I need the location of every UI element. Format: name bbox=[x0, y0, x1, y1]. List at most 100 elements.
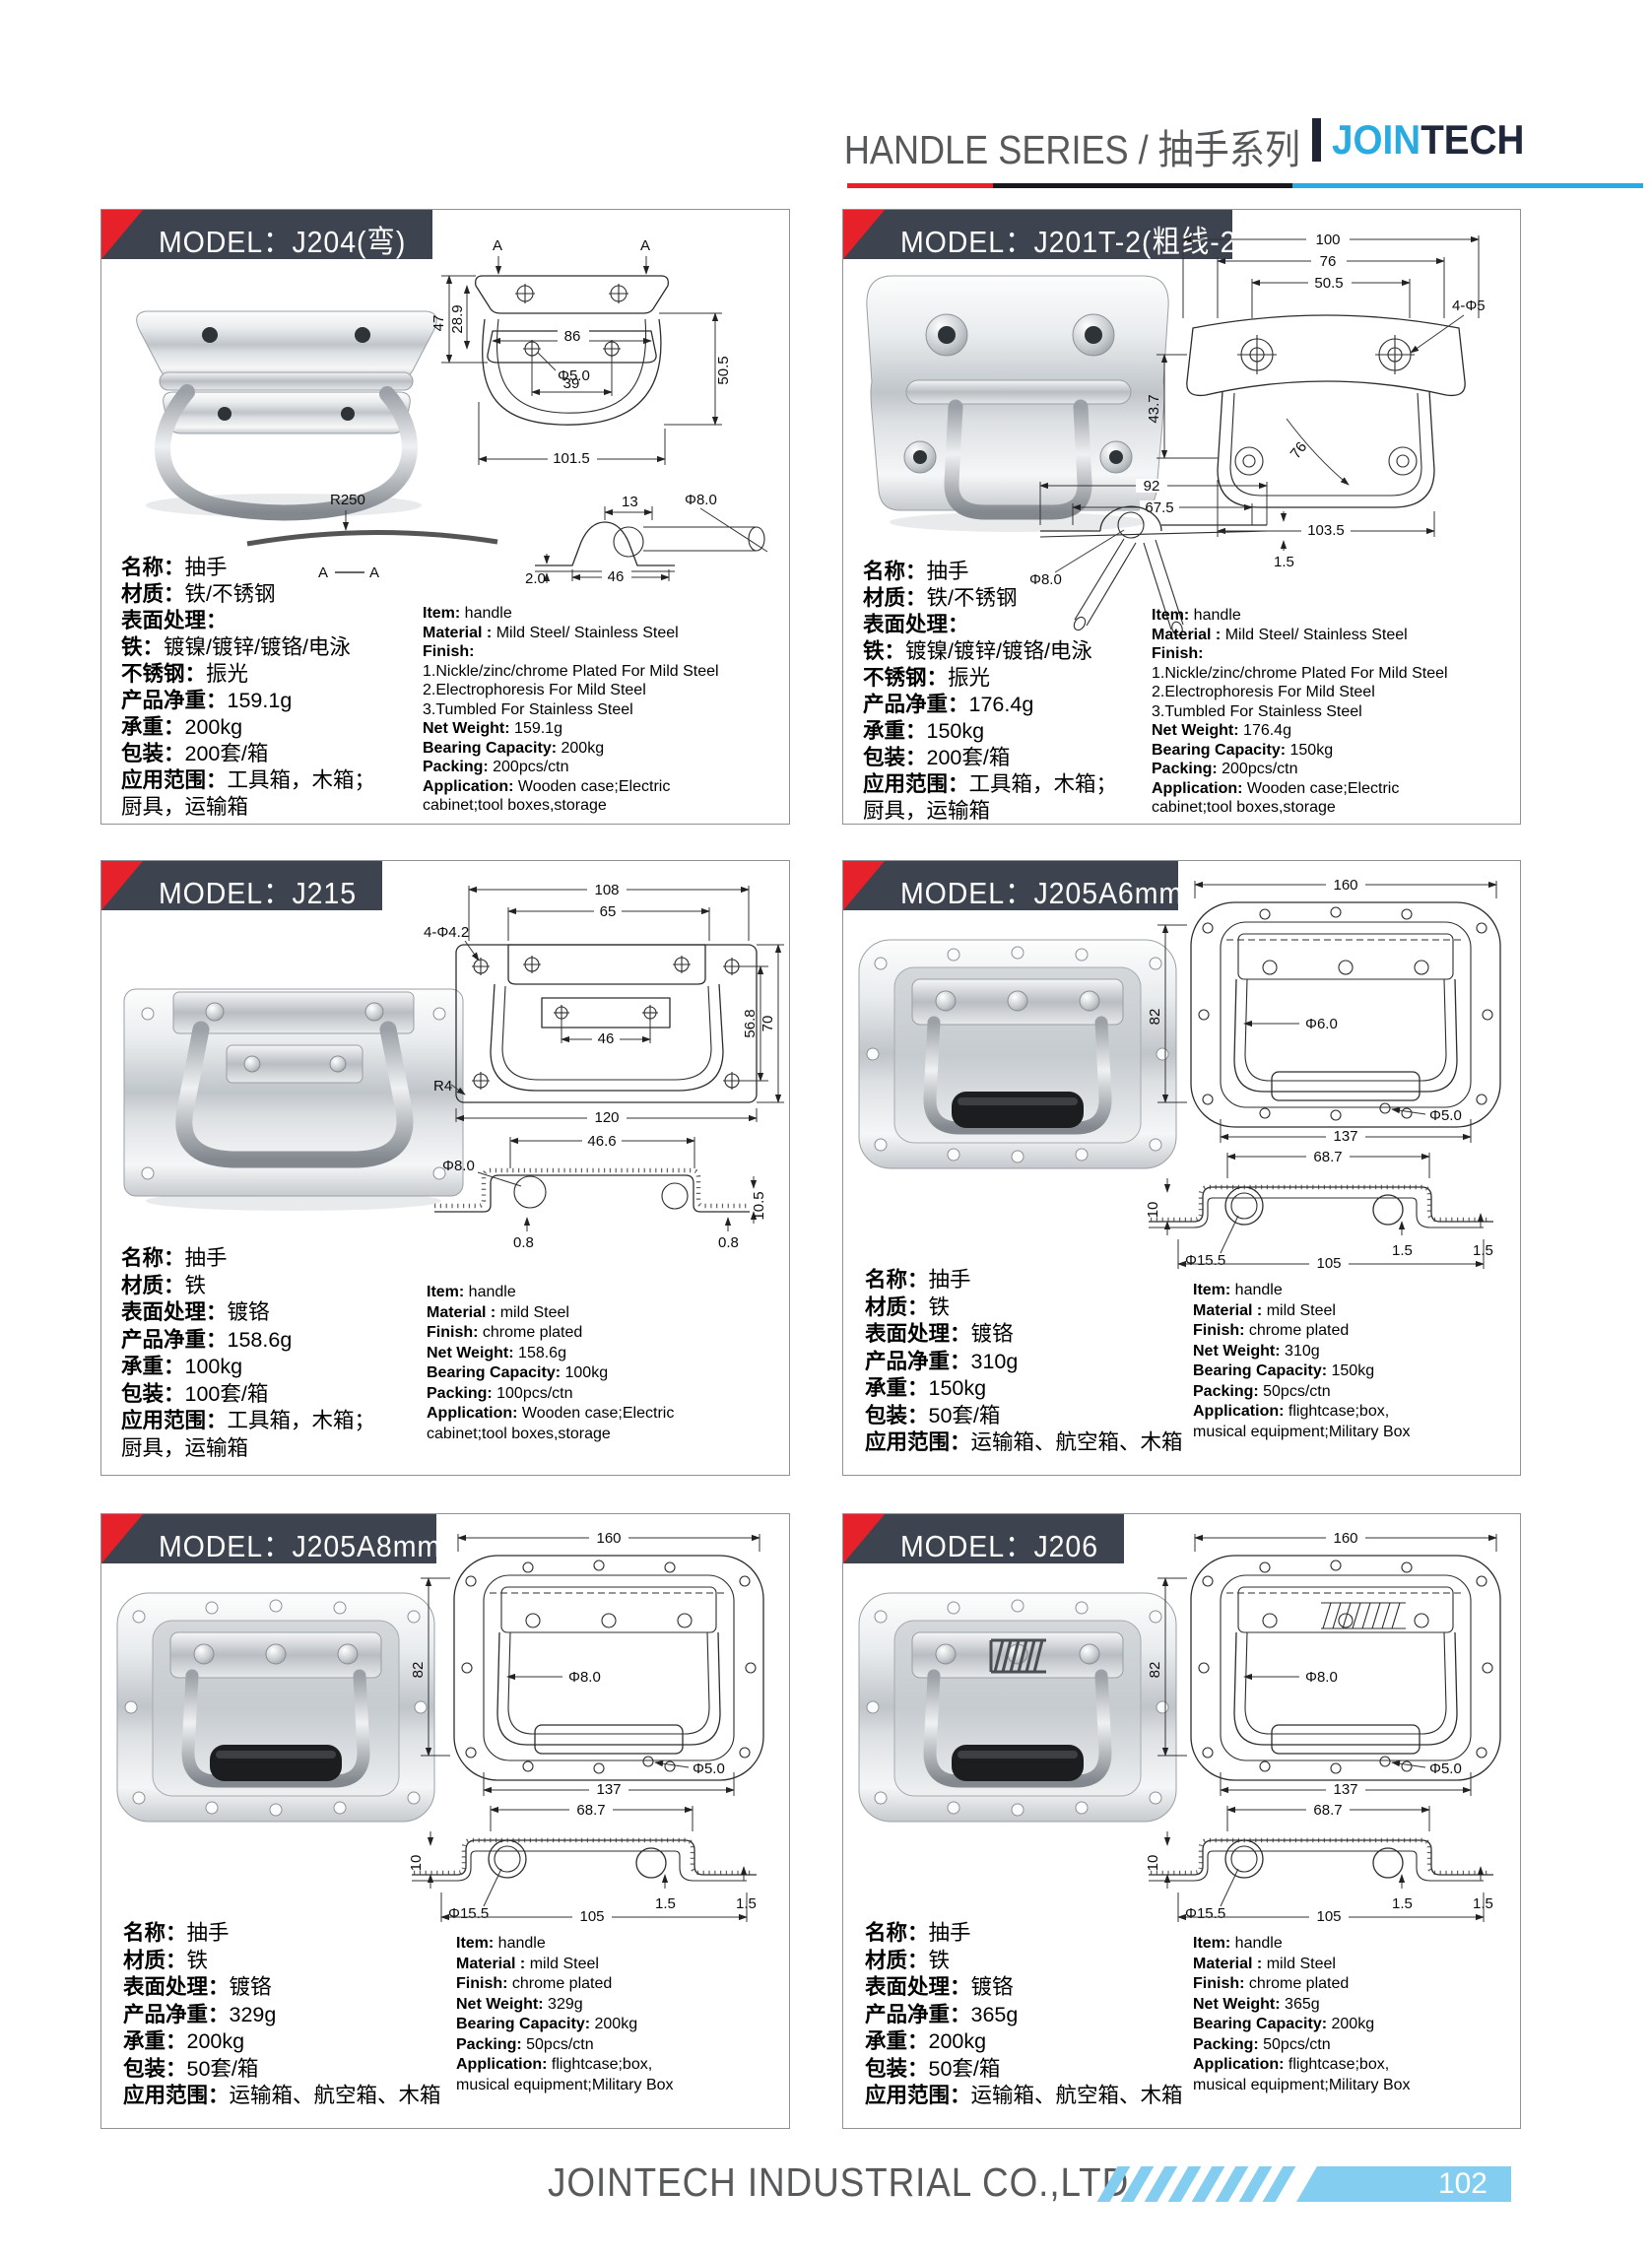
spec-line-cn: 承重：200kg bbox=[865, 2029, 987, 2053]
banner-accent-triangle bbox=[843, 1514, 885, 1563]
spec-line-en: Material : mild Steel bbox=[1193, 1301, 1336, 1319]
svg-text:Φ5.0: Φ5.0 bbox=[1429, 1760, 1462, 1777]
spec-line-cn: 表面处理：镀铬 bbox=[865, 1322, 1014, 1346]
product-panel-j206: MODEL：J206 160 82 Φ8.0 Φ5.0 137 6 bbox=[842, 1513, 1521, 2129]
spec-line-en: Application: Wooden case;Electric bbox=[427, 1405, 675, 1422]
spec-line-cn: 产品净重：310g bbox=[865, 1349, 1019, 1373]
spec-line-cn: 材质：铁 bbox=[123, 1948, 209, 1972]
spec-line-en: 3.Tumbled For Stainless Steel bbox=[423, 700, 633, 718]
spec-line-en: Net Weight: 365g bbox=[1193, 1995, 1320, 2013]
page-number: 102 bbox=[1437, 2167, 1487, 2200]
technical-drawing-section: 68.7 10 Φ15.5 1.5 1.5 105 bbox=[408, 1802, 781, 1925]
technical-drawing-section: 92 67.5 1.5 Φ8.0 bbox=[1029, 478, 1294, 636]
spec-line-cn: 包装：50套/箱 bbox=[865, 2056, 1001, 2081]
spec-line-cn: 包装：50套/箱 bbox=[865, 1403, 1001, 1427]
model-label: MODEL：J205A6mm bbox=[900, 876, 1184, 910]
spec-line-en: 1.Nickle/zinc/chrome Plated For Mild Ste… bbox=[1152, 664, 1448, 682]
product-panel-j204: MODEL：J204(弯) A A 47 28.9 86 Φ5.0 bbox=[100, 209, 790, 825]
svg-text:10.5: 10.5 bbox=[751, 1191, 767, 1220]
spec-line-en: Net Weight: 329g bbox=[456, 1995, 583, 2013]
svg-text:Φ15.5: Φ15.5 bbox=[448, 1905, 489, 1922]
spec-line-en: Item: handle bbox=[456, 1935, 546, 1952]
spec-line-cn: 包装：50套/箱 bbox=[123, 2056, 259, 2081]
svg-text:46: 46 bbox=[598, 1030, 615, 1047]
model-banner: MODEL：J205A6mm bbox=[843, 861, 1182, 910]
svg-text:82: 82 bbox=[410, 1662, 427, 1679]
svg-text:1.5: 1.5 bbox=[1274, 554, 1294, 570]
spec-line-cn: 材质：铁 bbox=[121, 1273, 207, 1297]
spec-line-cn: 名称：抽手 bbox=[863, 560, 969, 583]
spec-line-en: Material : Mild Steel/ Stainless Steel bbox=[1152, 626, 1408, 643]
banner-accent-triangle bbox=[843, 861, 885, 910]
spec-line-cn: 应用范围：工具箱，木箱； bbox=[863, 772, 1118, 796]
svg-text:68.7: 68.7 bbox=[576, 1802, 605, 1819]
technical-drawing-section: 68.7 10 Φ15.5 1.5 1.5 105 bbox=[1145, 1149, 1518, 1272]
spec-line-en: Application: flightcase;box, bbox=[1193, 1403, 1390, 1420]
spec-line-cn: 表面处理：镀铬 bbox=[123, 1975, 272, 1999]
spec-line-en: Material : mild Steel bbox=[1193, 1955, 1336, 1972]
svg-text:13: 13 bbox=[622, 494, 638, 510]
spec-line-cn: 承重：100kg bbox=[121, 1355, 243, 1378]
svg-text:Φ15.5: Φ15.5 bbox=[1185, 1252, 1225, 1269]
product-photo bbox=[123, 988, 464, 1211]
spec-line-en: Material : mild Steel bbox=[427, 1303, 569, 1321]
spec-line-cn: 产品净重：158.6g bbox=[121, 1327, 293, 1352]
spec-line-cn: 产品净重：159.1g bbox=[121, 689, 293, 712]
svg-text:46: 46 bbox=[608, 568, 625, 585]
spec-line-cn: 包装：100套/箱 bbox=[121, 1381, 269, 1406]
model-banner: MODEL：J206 bbox=[843, 1514, 1124, 1563]
spec-line-cn: 承重：150kg bbox=[863, 719, 985, 743]
banner-accent-triangle bbox=[101, 210, 143, 259]
svg-text:R4: R4 bbox=[433, 1078, 452, 1095]
spec-line-cn: 表面处理： bbox=[863, 613, 969, 636]
spring-coil bbox=[989, 1638, 1046, 1674]
spec-line-en: musical equipment;Military Box bbox=[1193, 2076, 1411, 2093]
technical-drawing-section: R250 A A Φ8.0 13 46 2.0 bbox=[246, 492, 768, 587]
header-divider bbox=[1312, 118, 1321, 162]
spec-line-cn: 包装：200套/箱 bbox=[121, 742, 269, 765]
svg-text:28.9: 28.9 bbox=[449, 304, 466, 333]
svg-text:50.5: 50.5 bbox=[1314, 275, 1343, 292]
header-underline-red bbox=[847, 183, 993, 188]
spec-line-cn: 承重：150kg bbox=[865, 1376, 987, 1400]
model-banner: MODEL：J215 bbox=[101, 861, 382, 910]
spec-line-cn: 应用范围：运输箱、航空箱、木箱 bbox=[123, 2084, 441, 2107]
spec-line-cn: 材质：铁 bbox=[865, 1294, 951, 1319]
spec-line-cn: 不锈钢：振光 bbox=[863, 666, 991, 690]
spec-line-cn: 材质：铁 bbox=[865, 1948, 951, 1972]
product-panel-j201t2: MODEL：J201T-2(粗线-2) 100 76 50.5 4-Φ5 43.… bbox=[842, 209, 1521, 825]
spec-line-en: Packing: 50pcs/ctn bbox=[456, 2035, 594, 2053]
svg-text:137: 137 bbox=[1333, 1128, 1357, 1145]
svg-text:A: A bbox=[369, 564, 379, 581]
svg-text:39: 39 bbox=[563, 375, 580, 392]
page-title: HANDLE SERIES / 抽手系列 bbox=[843, 127, 1300, 172]
spec-line-cn: 厨具，运输箱 bbox=[863, 799, 991, 823]
svg-text:Φ8.0: Φ8.0 bbox=[685, 492, 717, 508]
spec-line-en: Application: Wooden case;Electric bbox=[423, 777, 671, 795]
spec-line-en: Packing: 200pcs/ctn bbox=[1152, 761, 1298, 777]
banner-accent-triangle bbox=[101, 1514, 143, 1563]
spec-line-en: Bearing Capacity: 200kg bbox=[1193, 2016, 1375, 2032]
spec-line-en: Net Weight: 176.4g bbox=[1152, 722, 1291, 739]
spec-line-en: Application: Wooden case;Electric bbox=[1152, 779, 1400, 797]
svg-text:1.5: 1.5 bbox=[1473, 1895, 1493, 1912]
technical-drawing-front: 100 76 50.5 4-Φ5 43.7 76 103.5 bbox=[1146, 232, 1486, 539]
svg-text:86: 86 bbox=[564, 328, 581, 345]
svg-text:Φ6.0: Φ6.0 bbox=[1305, 1016, 1338, 1032]
technical-drawing-front: 160 82 Φ8.0 Φ5.0 137 bbox=[410, 1530, 764, 1798]
svg-text:Φ8.0: Φ8.0 bbox=[1029, 571, 1062, 588]
spec-line-cn: 应用范围：运输箱、航空箱、木箱 bbox=[865, 2084, 1183, 2107]
spec-cn: 名称：抽手材质：铁/不锈钢表面处理：铁：镀镍/镀锌/镀铬/电泳不锈钢：振光产品净… bbox=[863, 559, 1117, 825]
spec-line-cn: 表面处理： bbox=[121, 609, 228, 632]
spec-line-cn: 表面处理：镀铬 bbox=[865, 1975, 1014, 1999]
technical-drawing-front: 160 82 Φ8.0 Φ5.0 137 bbox=[1147, 1530, 1501, 1798]
svg-text:1.5: 1.5 bbox=[1473, 1242, 1493, 1259]
svg-text:82: 82 bbox=[1147, 1662, 1163, 1679]
